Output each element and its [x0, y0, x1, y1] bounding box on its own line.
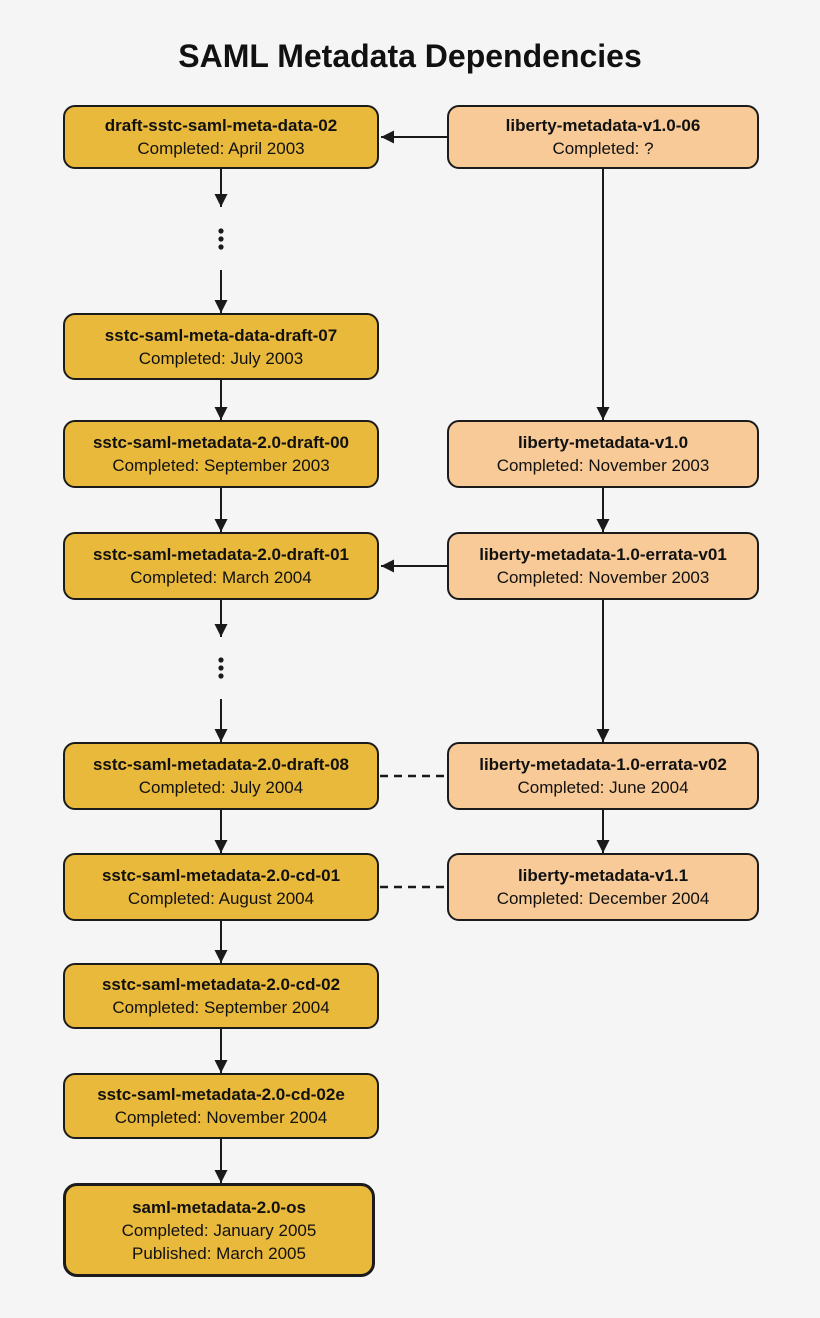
diagram-title: SAML Metadata Dependencies	[178, 38, 642, 74]
node-title: sstc-saml-metadata-2.0-cd-02	[101, 975, 341, 994]
node-title: draft-sstc-saml-meta-data-02	[104, 116, 338, 135]
node-title: saml-metadata-2.0-os	[132, 1197, 306, 1217]
node-sstc-saml-metadata-2.0-draft-08: sstc-saml-metadata-2.0-draft-08 Complete…	[63, 742, 379, 810]
node-date: Completed: December 2004	[496, 889, 710, 908]
node-saml-metadata-2.0-os: saml-metadata-2.0-os Completed: January …	[63, 1183, 375, 1277]
node-date: Completed: April 2003	[137, 139, 305, 158]
node-date: Completed: March 2004	[130, 568, 312, 587]
node-date: Completed: August 2004	[127, 889, 315, 908]
node-title: liberty-metadata-1.0-errata-v01	[479, 545, 727, 564]
node-title: sstc-saml-meta-data-draft-07	[104, 325, 338, 345]
node-date: Completed: July 2003	[138, 348, 304, 368]
node-title: sstc-saml-metadata-2.0-draft-00	[92, 433, 350, 452]
node-title: sstc-saml-metadata-2.0-draft-01	[92, 545, 350, 564]
node-date: Completed: November 2003	[496, 456, 710, 475]
node-title: sstc-saml-metadata-2.0-cd-02e	[97, 1085, 345, 1104]
node-date-completed: Completed: January 2005	[121, 1220, 317, 1240]
node-sstc-saml-metadata-2.0-cd-02e: sstc-saml-metadata-2.0-cd-02e Completed:…	[63, 1073, 379, 1139]
node-liberty-metadata-v1.0: liberty-metadata-v1.0 Completed: Novembe…	[447, 420, 759, 488]
node-date: Completed: September 2003	[112, 456, 330, 475]
node-sstc-saml-metadata-2.0-cd-01: sstc-saml-metadata-2.0-cd-01 Completed: …	[63, 853, 379, 921]
node-title: liberty-metadata-v1.0-06	[505, 116, 701, 135]
node-date: Completed: June 2004	[517, 778, 689, 797]
node-sstc-saml-metadata-2.0-draft-00: sstc-saml-metadata-2.0-draft-00 Complete…	[63, 420, 379, 488]
ellipsis-dots-top	[218, 228, 224, 250]
node-title: liberty-metadata-v1.1	[517, 866, 689, 885]
node-date: Completed: November 2004	[114, 1108, 328, 1127]
node-sstc-saml-metadata-2.0-cd-02: sstc-saml-metadata-2.0-cd-02 Completed: …	[63, 963, 379, 1029]
node-date: Completed: ?	[552, 139, 654, 158]
node-date: Completed: September 2004	[112, 998, 330, 1017]
node-sstc-saml-metadata-2.0-draft-01: sstc-saml-metadata-2.0-draft-01 Complete…	[63, 532, 379, 600]
node-title: liberty-metadata-v1.0	[517, 433, 689, 452]
node-liberty-metadata-v1.1: liberty-metadata-v1.1 Completed: Decembe…	[447, 853, 759, 921]
node-liberty-metadata-1.0-errata-v02: liberty-metadata-1.0-errata-v02 Complete…	[447, 742, 759, 810]
node-draft-sstc-saml-meta-data-02: draft-sstc-saml-meta-data-02 Completed: …	[63, 105, 379, 169]
node-date: Completed: July 2004	[138, 778, 304, 797]
node-date: Completed: November 2003	[496, 568, 710, 587]
node-sstc-saml-meta-data-draft-07: sstc-saml-meta-data-draft-07 Completed: …	[63, 313, 379, 380]
node-title: sstc-saml-metadata-2.0-cd-01	[101, 866, 341, 885]
node-date-published: Published: March 2005	[132, 1243, 306, 1263]
node-liberty-metadata-v1.0-06: liberty-metadata-v1.0-06 Completed: ?	[447, 105, 759, 169]
ellipsis-dots-middle	[218, 657, 224, 679]
node-title: liberty-metadata-1.0-errata-v02	[479, 755, 727, 774]
node-liberty-metadata-1.0-errata-v01: liberty-metadata-1.0-errata-v01 Complete…	[447, 532, 759, 600]
node-title: sstc-saml-metadata-2.0-draft-08	[92, 755, 350, 774]
